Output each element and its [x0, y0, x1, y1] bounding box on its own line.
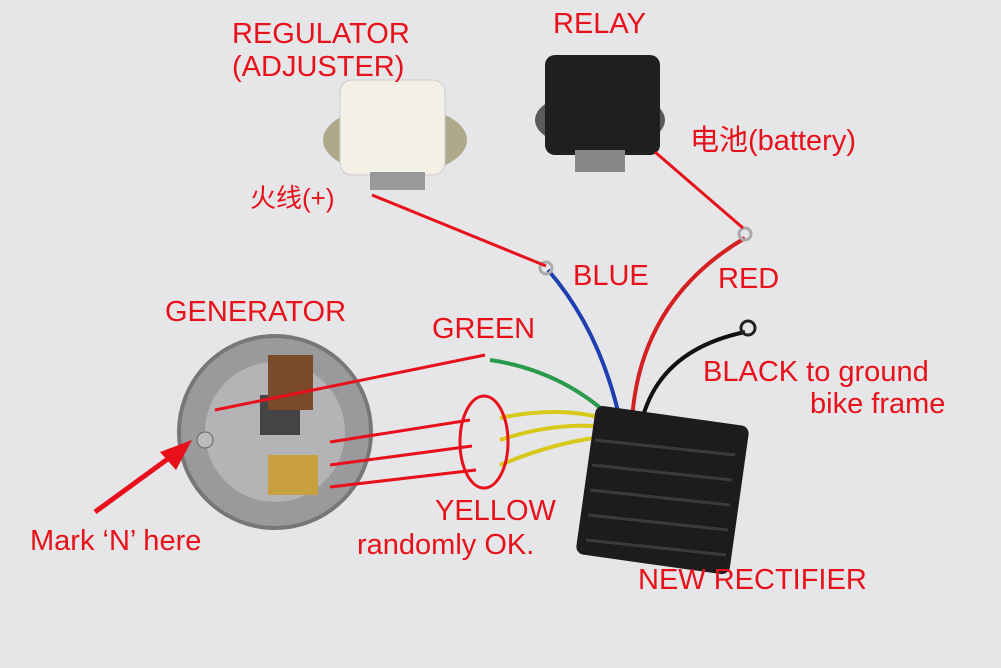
label-relay: RELAY: [553, 8, 646, 40]
arrow-head-icon: [160, 440, 192, 470]
arrow-shaft: [93, 447, 182, 515]
label-rectifier: NEW RECTIFIER: [638, 564, 867, 596]
blue-wire: [546, 268, 622, 421]
label-randomly-ok: randomly OK.: [357, 529, 535, 561]
label-blue: BLUE: [573, 260, 649, 292]
label-bike-frame: bike frame: [810, 388, 946, 420]
annotation-lines: [93, 150, 744, 515]
label-yellow: YELLOW: [435, 495, 556, 527]
label-live-wire: 火线(+): [250, 183, 335, 213]
regulator: [323, 79, 467, 190]
yellow-wire-1: [499, 409, 611, 422]
yellow-highlight-circle: [458, 394, 510, 490]
generator: [177, 334, 373, 530]
green-wire: [489, 358, 614, 420]
rectifier: [576, 406, 749, 575]
relay: [535, 55, 665, 172]
label-battery: 电池(battery): [690, 125, 856, 157]
label-generator: GENERATOR: [165, 296, 347, 328]
red-wire: [630, 236, 747, 421]
label-regulator: REGULATOR: [232, 18, 410, 50]
label-green: GREEN: [432, 313, 536, 345]
black-wire: [640, 330, 746, 421]
label-red: RED: [718, 263, 780, 295]
label-black: BLACK to ground: [703, 356, 929, 388]
label-mark-n: Mark ‘N’ here: [30, 525, 202, 557]
label-adjuster: (ADJUSTER): [232, 51, 405, 83]
